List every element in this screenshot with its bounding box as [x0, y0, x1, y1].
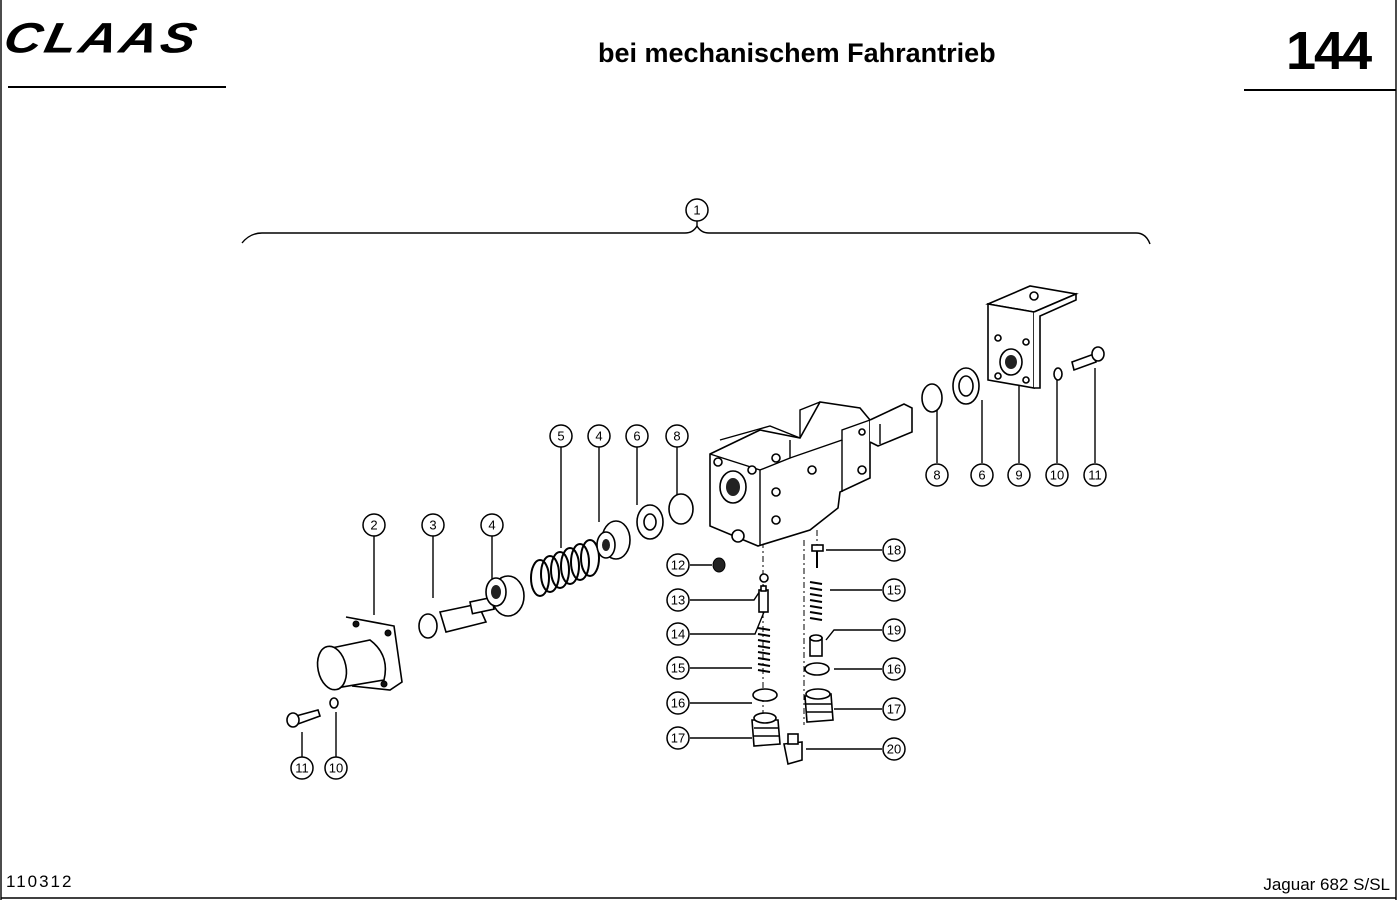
- assembly-brace: [241, 224, 1151, 245]
- callout-4a: 4: [480, 513, 504, 537]
- bushing-left-part: [485, 575, 525, 617]
- bushing-right-part: [596, 520, 631, 560]
- bracket-part: [985, 285, 1079, 389]
- callout-8b: 8: [925, 463, 949, 487]
- page-title: bei mechanischem Fahrantrieb: [598, 38, 996, 68]
- spring-part: [530, 539, 600, 597]
- nipple-part: [783, 733, 803, 766]
- lock-washer-left-part: [329, 697, 339, 709]
- svg-text:15: 15: [887, 583, 901, 598]
- svg-text:6: 6: [978, 468, 985, 483]
- callout-12: 12: [666, 553, 690, 577]
- washer-left-part: [636, 504, 664, 540]
- seal-right-part: [804, 662, 830, 676]
- svg-text:11: 11: [1088, 468, 1102, 483]
- svg-text:20: 20: [887, 742, 901, 757]
- svg-text:2: 2: [370, 518, 377, 533]
- spring-right-part: [809, 581, 823, 621]
- svg-text:15: 15: [671, 661, 685, 676]
- svg-text:17: 17: [671, 731, 685, 746]
- svg-text:19: 19: [887, 623, 901, 638]
- svg-text:4: 4: [595, 429, 602, 444]
- svg-text:12: 12: [671, 558, 685, 573]
- svg-text:4: 4: [488, 518, 495, 533]
- callout-4b: 4: [587, 424, 611, 448]
- center-axes: [762, 530, 818, 725]
- callout-9: 9: [1007, 463, 1031, 487]
- callout-5: 5: [549, 424, 573, 448]
- svg-text:16: 16: [671, 696, 685, 711]
- callout-1: 1: [685, 198, 709, 222]
- sleeve-part: [809, 634, 823, 657]
- plunger-part: [418, 596, 495, 639]
- callout-labels: 1 2 3 4 4 5 6 6 8 8 9 10 10 11 11 12 13 …: [290, 198, 1107, 780]
- spring-left-part: [757, 627, 771, 673]
- page-number: 144: [1286, 21, 1372, 81]
- valve-pin-part: [758, 585, 769, 613]
- svg-text:8: 8: [673, 429, 680, 444]
- pin-part: [811, 544, 824, 568]
- machine-model: Jaguar 682 S/SL: [1263, 875, 1390, 894]
- callout-10b: 10: [324, 756, 348, 780]
- svg-text:14: 14: [671, 627, 685, 642]
- svg-text:3: 3: [429, 518, 436, 533]
- ball-part: [759, 573, 769, 583]
- callout-3: 3: [421, 513, 445, 537]
- o-ring-left-part: [668, 493, 694, 525]
- callout-13: 13: [666, 588, 690, 612]
- svg-text:18: 18: [887, 543, 901, 558]
- lock-washer-right-part: [1053, 367, 1063, 381]
- leader-lines: [301, 221, 1096, 757]
- svg-text:8: 8: [933, 468, 940, 483]
- document-code: 110312: [6, 872, 74, 891]
- callout-18: 18: [882, 538, 906, 562]
- callout-8a: 8: [665, 424, 689, 448]
- svg-text:17: 17: [887, 702, 901, 717]
- svg-text:1: 1: [693, 203, 700, 218]
- svg-text:13: 13: [671, 593, 685, 608]
- bolt-right-part: [1071, 346, 1105, 372]
- svg-text:10: 10: [1050, 468, 1064, 483]
- callout-11b: 11: [290, 756, 314, 780]
- plug-part: [712, 557, 726, 573]
- o-ring-right-part: [921, 383, 943, 413]
- callout-20: 20: [882, 737, 906, 761]
- callout-14: 14: [666, 622, 690, 646]
- callout-19: 19: [882, 618, 906, 642]
- callout-16b: 16: [882, 657, 906, 681]
- callout-15a: 15: [666, 656, 690, 680]
- svg-text:10: 10: [329, 761, 343, 776]
- callout-17b: 17: [882, 697, 906, 721]
- svg-text:9: 9: [1015, 468, 1022, 483]
- cover-cap-part: [316, 616, 403, 691]
- svg-text:6: 6: [633, 429, 640, 444]
- callout-6b: 6: [970, 463, 994, 487]
- washer-right-part: [952, 367, 980, 405]
- callout-10a: 10: [1045, 463, 1069, 487]
- valve-body-part: [709, 401, 913, 547]
- fitting-right-part: [804, 688, 834, 723]
- svg-text:11: 11: [295, 761, 309, 776]
- fitting-left-part: [751, 712, 781, 747]
- svg-text:16: 16: [887, 662, 901, 677]
- bolt-left-part: [286, 709, 322, 728]
- callout-2: 2: [362, 513, 386, 537]
- callout-11a: 11: [1083, 463, 1107, 487]
- callout-16a: 16: [666, 691, 690, 715]
- callout-6a: 6: [625, 424, 649, 448]
- svg-text:5: 5: [557, 429, 564, 444]
- callout-15b: 15: [882, 578, 906, 602]
- seal-left-part: [752, 688, 778, 702]
- callout-17a: 17: [666, 726, 690, 750]
